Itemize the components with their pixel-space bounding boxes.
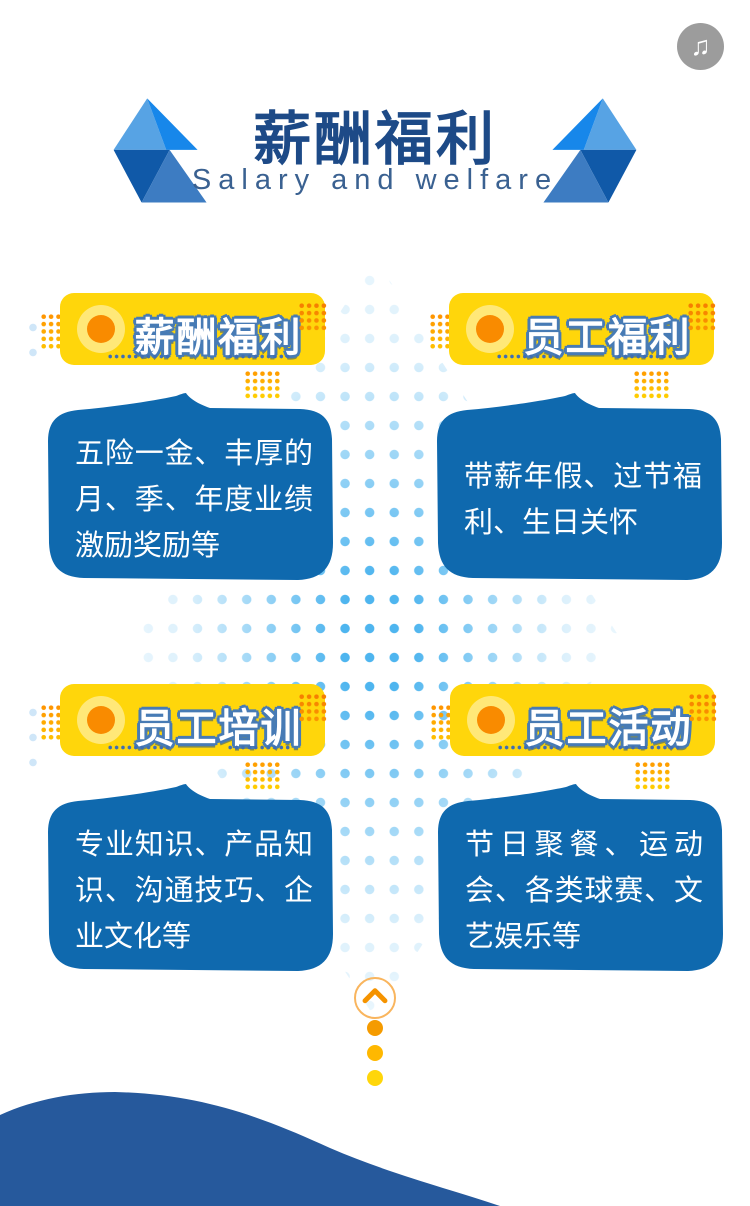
header-arrow-right-icon	[543, 98, 637, 203]
speech-bubble: 专业知识、产品知识、沟通技巧、企业文化等	[48, 784, 333, 983]
card-salary-welfare: 薪酬福利 五险一金、丰厚的月、季、年度业绩激励奖励等	[40, 293, 344, 603]
badge-pill: 员工活动	[450, 684, 715, 756]
dot-grid-decoration	[688, 693, 718, 723]
dotted-underline	[617, 745, 681, 750]
card-body-text: 节日聚餐、运动会、各类球赛、文艺娱乐等	[465, 828, 703, 953]
card-title: 员工福利	[523, 316, 692, 360]
speech-bubble-shape	[438, 784, 723, 971]
card-employee-training: 员工培训 专业知识、产品知识、沟通技巧、企业文化等	[40, 684, 344, 994]
bullseye-icon	[77, 696, 125, 744]
dot-grid-decoration	[634, 761, 671, 791]
card-title: 员工活动	[524, 707, 693, 751]
badge-pill: 员工培训	[60, 684, 325, 756]
page-title: 薪酬福利	[252, 107, 497, 172]
back-to-top-button[interactable]	[354, 977, 396, 1019]
card-title: 薪酬福利	[134, 316, 303, 360]
badge-pill: 薪酬福利	[60, 293, 325, 365]
dot-grid-decoration	[687, 302, 717, 332]
chevron-up-icon	[362, 988, 388, 1004]
speech-bubble: 五险一金、丰厚的月、季、年度业绩激励奖励等	[48, 393, 333, 592]
dotted-underline	[616, 354, 680, 359]
bullseye-icon	[466, 305, 514, 353]
dotted-underline	[227, 354, 291, 359]
bottom-wave-decoration	[0, 1092, 500, 1206]
dot-grid-decoration	[430, 704, 453, 742]
dot-grid-decoration	[40, 313, 63, 351]
dot-grid-decoration	[298, 693, 328, 723]
card-body-text: 专业知识、产品知识、沟通技巧、企业文化等	[75, 828, 313, 953]
music-icon: ♫	[690, 31, 711, 61]
dot-grid-decoration	[633, 370, 670, 400]
trail-dot	[367, 1045, 383, 1061]
trail-dot	[367, 1020, 383, 1036]
speech-bubble-shape	[48, 784, 333, 971]
header-arrow-left-icon	[113, 98, 207, 203]
bullseye-icon	[467, 696, 515, 744]
speech-bubble-shape	[437, 393, 722, 580]
card-employee-welfare: 员工福利 带薪年假、过节福利、生日关怀	[429, 293, 733, 603]
card-title: 员工培训	[134, 707, 303, 751]
dotted-underline	[497, 745, 561, 750]
speech-bubble: 带薪年假、过节福利、生日关怀	[437, 393, 722, 592]
music-button[interactable]: ♫	[677, 23, 724, 70]
card-employee-activities: 员工活动 节日聚餐、运动会、各类球赛、文艺娱乐等	[430, 684, 734, 994]
page-subtitle: Salary and welfare	[191, 164, 559, 196]
speech-bubble: 节日聚餐、运动会、各类球赛、文艺娱乐等	[438, 784, 723, 983]
dot-grid-decoration	[244, 370, 281, 400]
dot-grid-decoration	[429, 313, 452, 351]
dotted-underline	[496, 354, 560, 359]
card-body-text: 带薪年假、过节福利、生日关怀	[464, 460, 702, 539]
edge-dots-decoration	[28, 315, 38, 365]
dotted-underline	[107, 354, 171, 359]
dot-grid-decoration	[244, 761, 281, 791]
card-body-text: 五险一金、丰厚的月、季、年度业绩激励奖励等	[75, 437, 313, 562]
dot-grid-decoration	[298, 302, 328, 332]
speech-bubble-shape	[48, 393, 333, 580]
trail-dot	[367, 1070, 383, 1086]
edge-dots-decoration	[28, 700, 38, 778]
dotted-underline	[227, 745, 291, 750]
dot-grid-decoration	[40, 704, 63, 742]
badge-pill: 员工福利	[449, 293, 714, 365]
bullseye-icon	[77, 305, 125, 353]
dotted-underline	[107, 745, 171, 750]
